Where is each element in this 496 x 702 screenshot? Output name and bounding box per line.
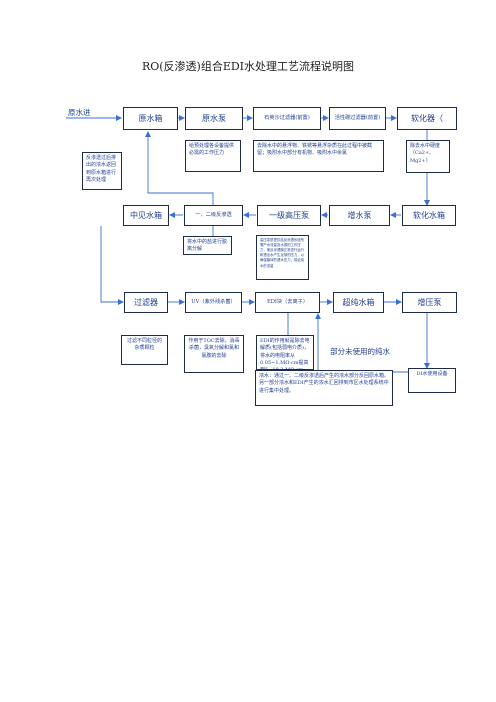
booster-pump-2[interactable]: 增压泵 [402,292,457,313]
di-water-usage[interactable]: DI水使用设备 [408,368,456,393]
quartz-sand-filter[interactable]: 石英沙过滤器(前置) [253,107,321,130]
high-pressure-pump[interactable]: 一级高压泵 [257,205,321,226]
intermediate-water-tank[interactable]: 中见水箱 [123,205,169,226]
softener[interactable]: 软化器（ [397,107,457,130]
uv-sterilizer[interactable]: UV（紫外线杀菌） [185,292,242,313]
filter-desc-note: 过滤不同粒径的杂质颗粒 [121,335,168,365]
unused-pure-water-label: 部分未使用的纯水 [330,347,390,356]
page-title: RO(反渗透)组合EDI水处理工艺流程说明图 [141,60,355,73]
ro-desc-note: 将水中的盐进行脱离分解 [183,236,232,255]
activated-carbon-filter[interactable]: 活性碳过滤器(前置) [329,107,386,130]
uv-desc-note: 作用于TOC去除，消毒杀菌，臭氧分解和氯和氯胺的去除 [184,335,244,373]
ro-stage[interactable]: 一、二级反渗透 [184,205,243,226]
hp-pump-desc-note: 高压泵是提供给反渗透系统所需产水流量及水源的工作压力，使反渗透膜正常进行运行和透… [256,235,309,280]
raw-water-tank[interactable]: 原水箱 [123,107,178,130]
booster-pump-1[interactable]: 增水泵 [329,205,390,226]
quartz-desc-note: 去除水中的悬浮物、铁锈等悬浮杂质在此过程中被截留；吸附水中部分有机物、吸附水中余… [253,140,384,172]
edi-desc-note: EDI的作用就是除去电解质(包括弱电介质)，将水的电阻率从0.05~1.MΩ·c… [256,335,314,370]
pump-desc-note: 给预处理各设备提供必需的工作压力 [185,140,241,172]
concentrate-note: 浓水：通过一、二级反渗透后产生的浓水部分反回原水箱。另一部分浓水和EDI产生的浓… [255,370,393,406]
filter[interactable]: 过滤器 [124,292,168,313]
ultra-pure-water-tank[interactable]: 超纯水箱 [333,292,384,313]
softened-water-tank[interactable]: 软化水箱 [402,205,456,226]
edi-module[interactable]: EDI块（去离子） [255,292,320,313]
raw-in-label: 原水进 [68,108,91,117]
softener-desc-note: 除去水中硬度（Ca2+、Mg2+） [406,140,450,173]
raw-water-pump[interactable]: 原水泵 [185,107,243,130]
recycle-note: 反渗透过后排出的浓水返回到原水箱进行再次处理 [82,152,122,190]
